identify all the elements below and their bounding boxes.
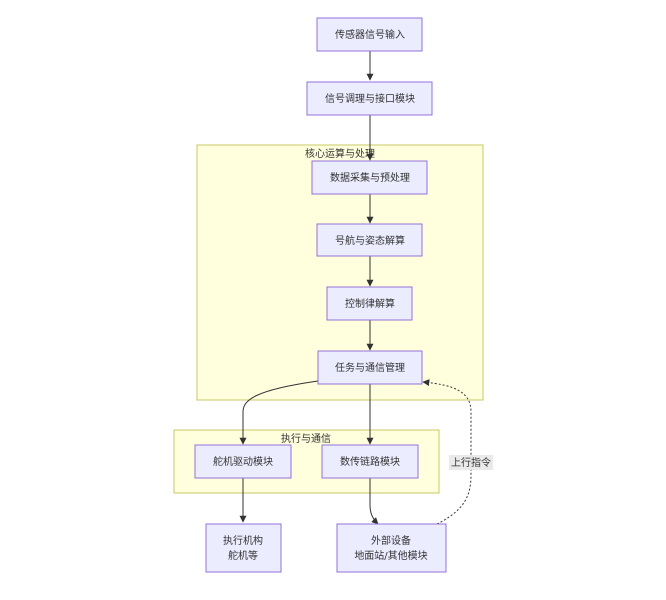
node-navigation-attitude-text: 号航与姿态解算 (335, 234, 405, 247)
node-servo-driver-text: 舵机驱动模块 (213, 455, 273, 468)
edge-task-to-servo (239, 380, 319, 445)
node-task-communication: 任务与通信管理 (317, 350, 423, 385)
node-sensor-input-text: 传感器信号输入 (335, 28, 405, 41)
node-signal-conditioning-text: 信号调理与接口模块 (325, 92, 415, 105)
edge-external-to-task-uplink (422, 379, 472, 525)
node-actuator-line2: 舵机等 (228, 549, 258, 562)
node-datalink-text: 数传链路模块 (340, 455, 400, 468)
node-external-device-line1: 外部设备 (371, 534, 411, 547)
cluster-exec-label: 执行与通信 (281, 432, 331, 445)
node-data-acquisition-text: 数据采集与预处理 (330, 171, 410, 184)
node-external-device: 外部设备 地面站/其他模块 (336, 523, 447, 573)
node-task-communication-text: 任务与通信管理 (335, 361, 405, 374)
edge-link-to-external (369, 478, 379, 525)
cluster-core-label: 核心运算与处理 (305, 147, 375, 160)
node-servo-driver: 舵机驱动模块 (194, 444, 292, 479)
node-external-device-line2: 地面站/其他模块 (354, 549, 427, 562)
edge-label-uplink: 上行指令 (449, 455, 493, 470)
uplink-label: 上行指令 (451, 456, 491, 469)
node-sensor-input: 传感器信号输入 (316, 17, 423, 52)
node-actuator: 执行机构 舵机等 (205, 523, 282, 573)
node-signal-conditioning: 信号调理与接口模块 (306, 81, 433, 116)
node-control-law: 控制律解算 (326, 286, 413, 321)
node-navigation-attitude: 号航与姿态解算 (316, 223, 423, 257)
node-control-law-text: 控制律解算 (345, 297, 395, 310)
edges (239, 51, 472, 525)
node-actuator-line1: 执行机构 (223, 534, 263, 547)
node-datalink: 数传链路模块 (321, 444, 419, 479)
node-data-acquisition: 数据采集与预处理 (311, 160, 428, 195)
